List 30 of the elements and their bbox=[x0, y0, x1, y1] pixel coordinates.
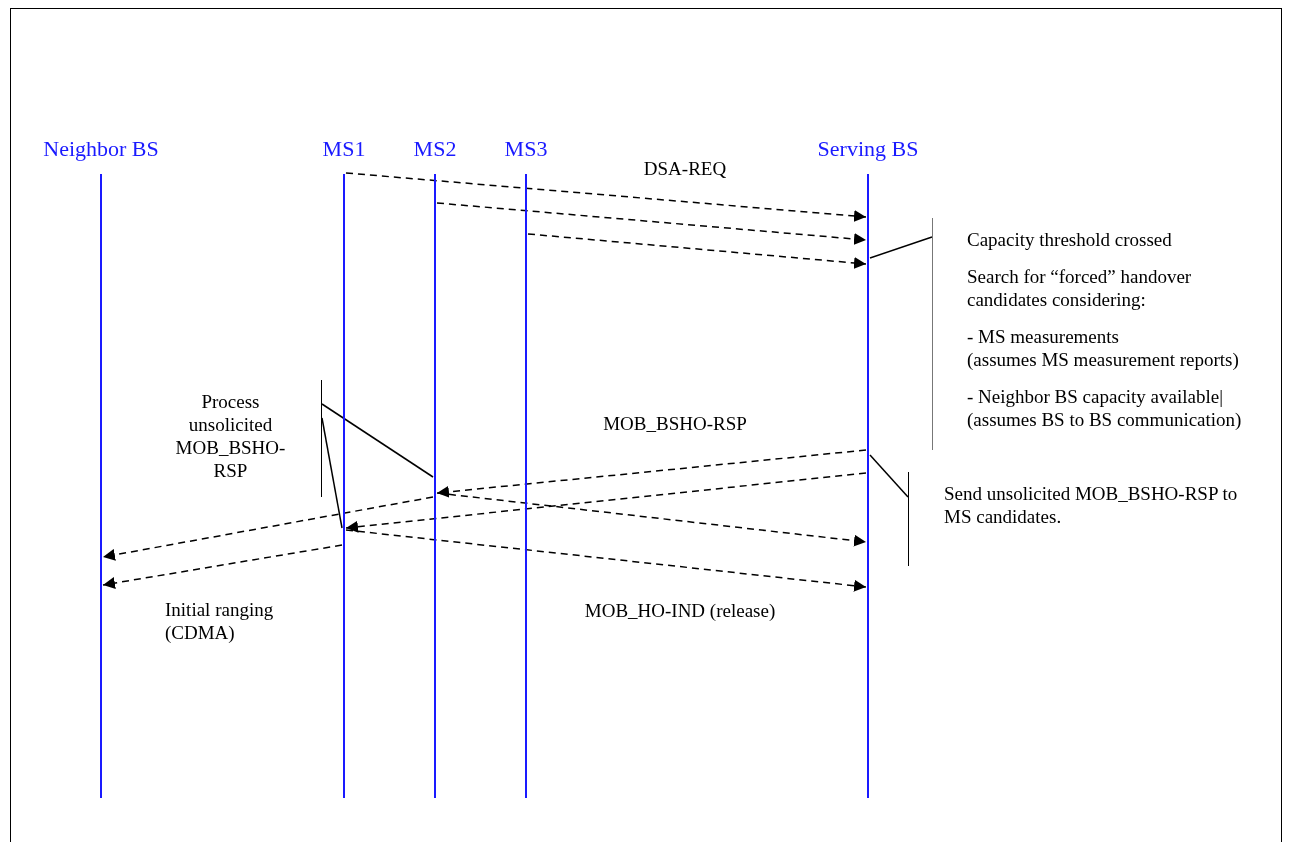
note-text: (assumes MS measurement reports) bbox=[967, 348, 1240, 371]
message-label: MOB_HO-IND (release) bbox=[583, 599, 777, 622]
leader-line bbox=[869, 236, 933, 259]
participant-label: MS2 bbox=[412, 136, 458, 162]
note-text: (assumes BS to BS communication) bbox=[967, 408, 1243, 431]
leader-line bbox=[869, 454, 909, 498]
message-arrow bbox=[345, 529, 867, 592]
message-arrow bbox=[436, 202, 867, 245]
leader-line bbox=[321, 417, 343, 529]
message-label: MOB_BSHO-RSP bbox=[602, 412, 748, 435]
message-label: Initial ranging (CDMA) bbox=[165, 598, 275, 644]
message-arrow bbox=[345, 172, 867, 222]
message-label: DSA-REQ bbox=[642, 157, 728, 180]
note-text: Send unsolicited MOB_BSHO-RSP to MS candidates. bbox=[944, 482, 1239, 528]
participant-label: MS1 bbox=[321, 136, 367, 162]
note-text: - Neighbor BS capacity available| bbox=[967, 385, 1224, 408]
message-arrow bbox=[436, 492, 867, 547]
message-arrow bbox=[436, 449, 867, 498]
note-text: - MS measurements bbox=[967, 325, 1120, 348]
note-text: Search for “forced” handover candidates considering: bbox=[967, 265, 1193, 311]
participant-label: Serving BS bbox=[816, 136, 920, 162]
participant-label: MS3 bbox=[503, 136, 549, 162]
note-text: Capacity threshold crossed bbox=[967, 228, 1173, 251]
participant-label: Neighbor BS bbox=[42, 136, 160, 162]
note-text: Process unsolicited MOB_BSHO-RSP bbox=[174, 390, 287, 482]
leader-line bbox=[321, 403, 434, 478]
message-arrow bbox=[102, 496, 434, 561]
message-arrow bbox=[527, 233, 867, 269]
message-arrow bbox=[345, 472, 867, 533]
message-arrow bbox=[102, 544, 343, 589]
